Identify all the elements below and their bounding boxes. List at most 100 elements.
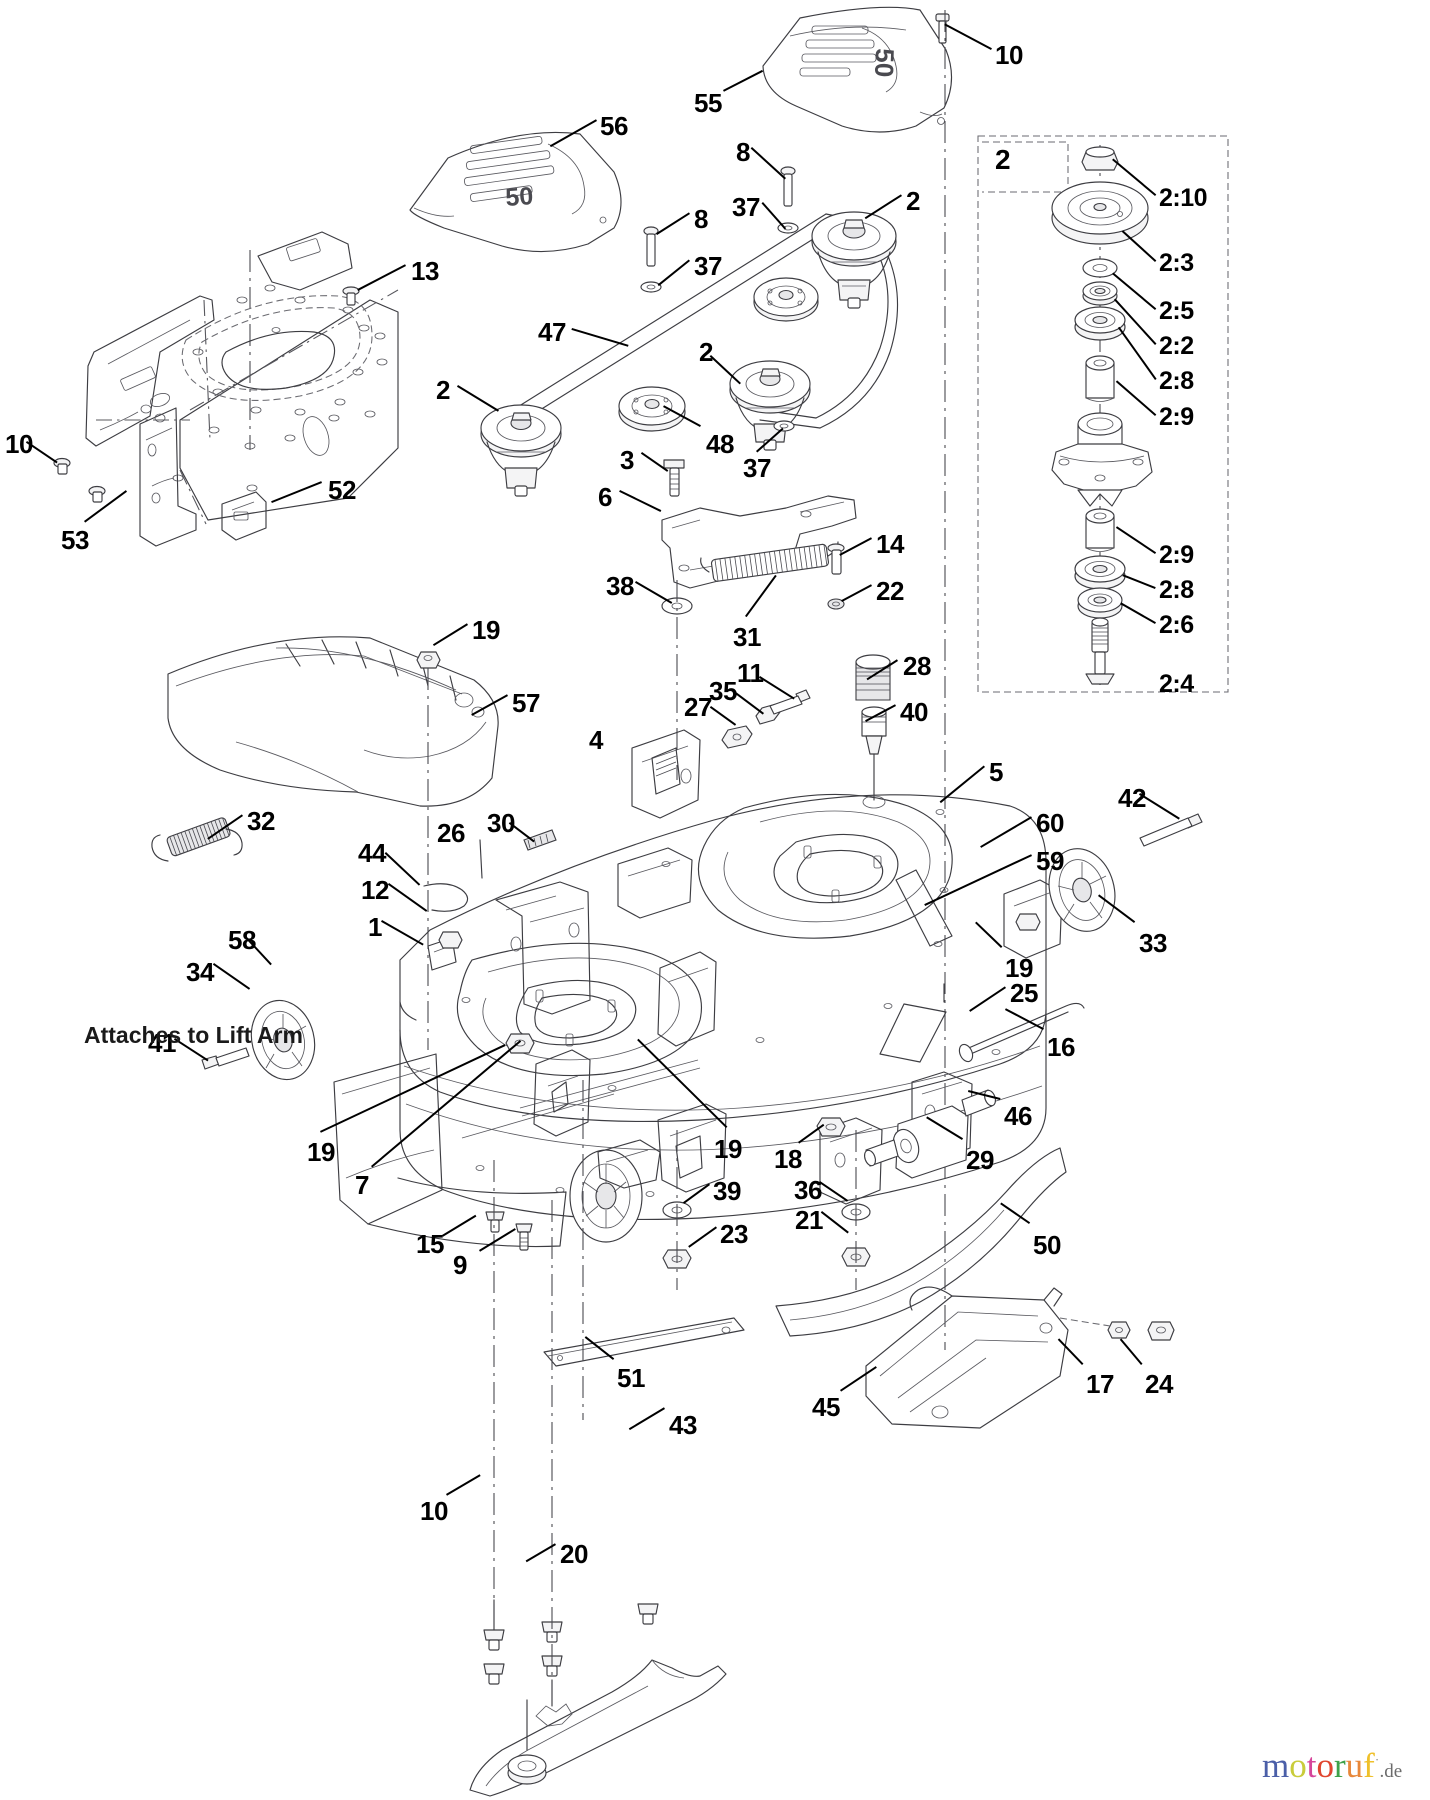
leader-line-l37c <box>756 428 784 453</box>
watermark-dot: · <box>1374 1753 1380 1769</box>
leader-line-l59 <box>924 854 1032 906</box>
callout-number-c13: 13 <box>411 256 439 286</box>
spindle-leader-line-4 <box>1118 326 1157 380</box>
leader-line-l33 <box>1098 894 1136 923</box>
leader-line-l20 <box>525 1543 556 1562</box>
spindle-callout-s22: 2:2 <box>1159 332 1194 360</box>
callout-number-c34: 34 <box>186 957 214 987</box>
watermark-suffix: .de <box>1379 1761 1403 1782</box>
callout-number-c11: 11 <box>737 658 764 688</box>
leader-line-l50 <box>1000 1202 1031 1224</box>
leader-line-l2c <box>456 385 499 412</box>
callout-number-c36: 36 <box>794 1175 822 1205</box>
callout-number-c38: 38 <box>606 571 634 601</box>
watermark-letter: u <box>1345 1746 1364 1785</box>
leader-line-l60 <box>979 816 1032 848</box>
callout-number-c6: 6 <box>598 482 612 512</box>
leader-line-l17 <box>1058 1338 1084 1365</box>
leader-line-l7 <box>371 1040 522 1168</box>
hardware-8-37 <box>640 166 799 432</box>
leader-line-l8b <box>655 212 690 235</box>
leader-line-l28 <box>866 659 898 680</box>
callout-number-c50: 50 <box>1033 1230 1061 1260</box>
leader-line-l24 <box>1120 1338 1143 1365</box>
callout-number-c12: 12 <box>361 875 389 905</box>
callout-number-c7: 7 <box>355 1170 369 1200</box>
leader-line-l43 <box>628 1407 665 1430</box>
spindle-callout-s29b: 2:9 <box>1159 541 1194 569</box>
leader-line-l53 <box>84 490 128 523</box>
deck-hardware <box>423 654 1085 1290</box>
leader-line-l16 <box>1005 1008 1044 1030</box>
callout-number-c27: 27 <box>684 692 712 722</box>
callout-number-c30: 30 <box>487 808 515 838</box>
spindle-housing <box>1051 412 1153 507</box>
pulley-mid-left <box>729 360 811 451</box>
leader-line-l19b <box>975 921 1003 948</box>
callout-number-c2c: 2 <box>436 375 450 405</box>
callout-number-c19b: 19 <box>1005 953 1033 983</box>
callout-number-c51: 51 <box>617 1363 645 1393</box>
callout-number-c28: 28 <box>903 651 931 681</box>
callout-number-c21: 21 <box>795 1205 823 1235</box>
motoruf-watermark: motoruf·.de <box>1262 1748 1402 1783</box>
callout-number-c52: 52 <box>328 475 356 505</box>
leader-line-l18 <box>798 1124 825 1144</box>
leader-line-l47 <box>571 328 629 347</box>
callout-number-c15: 15 <box>416 1229 444 1259</box>
leader-line-l34 <box>212 963 250 990</box>
gauge-wheel-right <box>1048 813 1203 932</box>
leader-line-l15 <box>442 1215 477 1237</box>
spindle-leader-line-5 <box>1116 380 1157 416</box>
leader-line-l39 <box>682 1183 710 1204</box>
spindle-leader-line-0 <box>1112 158 1157 196</box>
spindle-callout-s29a: 2:9 <box>1159 403 1194 431</box>
callout-number-c17: 17 <box>1086 1369 1114 1399</box>
spindle-callout-s28a: 2:8 <box>1159 367 1194 395</box>
callout-number-c4: 4 <box>589 725 603 755</box>
callout-number-c39: 39 <box>713 1176 741 1206</box>
leader-line-l27 <box>709 706 736 726</box>
leader-line-l8a <box>750 147 786 180</box>
leader-line-l3 <box>640 452 668 472</box>
spindle-leader-line-8 <box>1120 602 1156 624</box>
watermark-letter: m <box>1262 1746 1290 1785</box>
callout-number-c10c: 10 <box>420 1496 448 1526</box>
spindle-callout-s26: 2:6 <box>1159 611 1194 639</box>
watermark-letter: t <box>1306 1746 1317 1785</box>
leader-line-l19c <box>320 1044 506 1133</box>
callout-number-c8a: 8 <box>736 137 750 167</box>
callout-number-c46: 46 <box>1004 1101 1032 1131</box>
leader-line-l19d <box>637 1038 728 1128</box>
leader-line-l13 <box>357 264 406 291</box>
leader-line-l14 <box>839 537 872 556</box>
callout-number-c42: 42 <box>1118 783 1146 813</box>
leader-line-l38 <box>634 581 672 604</box>
callout-number-c14: 14 <box>876 529 904 559</box>
leader-line-l57 <box>471 694 508 716</box>
leader-line-l19a <box>432 623 468 646</box>
callout-number-c18: 18 <box>774 1144 802 1174</box>
leader-line-l36 <box>818 1181 848 1202</box>
leader-line-l23 <box>687 1226 717 1248</box>
leader-line-l52 <box>271 481 322 503</box>
blade-and-bolts <box>469 1317 745 1797</box>
svg-text:50: 50 <box>504 182 534 212</box>
belt-shroud-right: 50 <box>762 6 953 133</box>
leader-line-l29 <box>926 1116 964 1140</box>
belt-shroud-left: 50 <box>409 131 622 253</box>
callout-number-c29: 29 <box>966 1145 994 1175</box>
callout-number-c5: 5 <box>989 757 1003 787</box>
idler-pulley-upper <box>753 277 819 322</box>
leader-line-l6 <box>619 490 661 512</box>
front-caster-wheel <box>569 1139 661 1243</box>
spindle-callout-s28b: 2:8 <box>1159 576 1194 604</box>
callout-number-c40: 40 <box>900 697 928 727</box>
callout-number-c31: 31 <box>733 622 761 652</box>
callout-number-c20: 20 <box>560 1539 588 1569</box>
spindle-callout-s23: 2:3 <box>1159 249 1194 277</box>
leader-line-l44 <box>384 852 420 886</box>
pulley-lower-left <box>480 404 562 497</box>
callout-number-c19c: 19 <box>307 1137 335 1167</box>
callout-number-c2b: 2 <box>699 337 713 367</box>
